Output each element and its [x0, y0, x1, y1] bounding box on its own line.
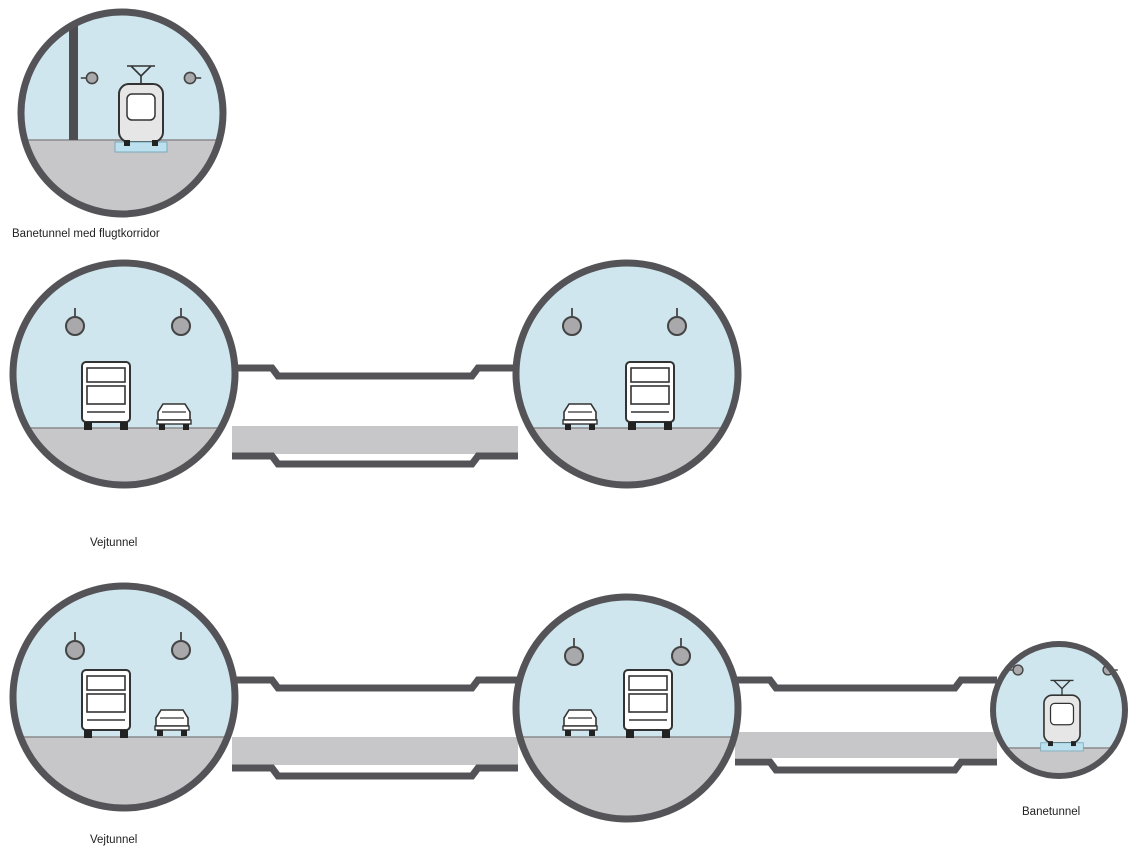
rail-tunnel-with-escape	[17, 8, 227, 218]
cross-passage	[735, 676, 997, 774]
bus-icon	[81, 361, 131, 431]
caption-road-tunnel: Vejtunnel	[90, 834, 138, 846]
escape-corridor-wall	[69, 12, 78, 140]
caption-road-tunnel: Vejtunnel	[90, 537, 138, 549]
bus-icon	[623, 669, 673, 739]
wall-lamp-icon	[183, 71, 202, 85]
wall-lamp-icon	[1008, 664, 1024, 676]
twin-road-tunnels	[9, 259, 742, 489]
bus-icon	[81, 669, 131, 739]
road-and-rail-tunnels	[9, 582, 1128, 823]
caption-rail-tunnel-escape: Banetunnel med flugtkorridor	[12, 228, 160, 240]
caption-rail-tunnel: Banetunnel	[1022, 806, 1081, 818]
wall-lamp-icon	[80, 71, 99, 85]
bus-icon	[625, 361, 675, 431]
cross-passage	[232, 676, 518, 780]
cross-passage	[232, 364, 518, 468]
